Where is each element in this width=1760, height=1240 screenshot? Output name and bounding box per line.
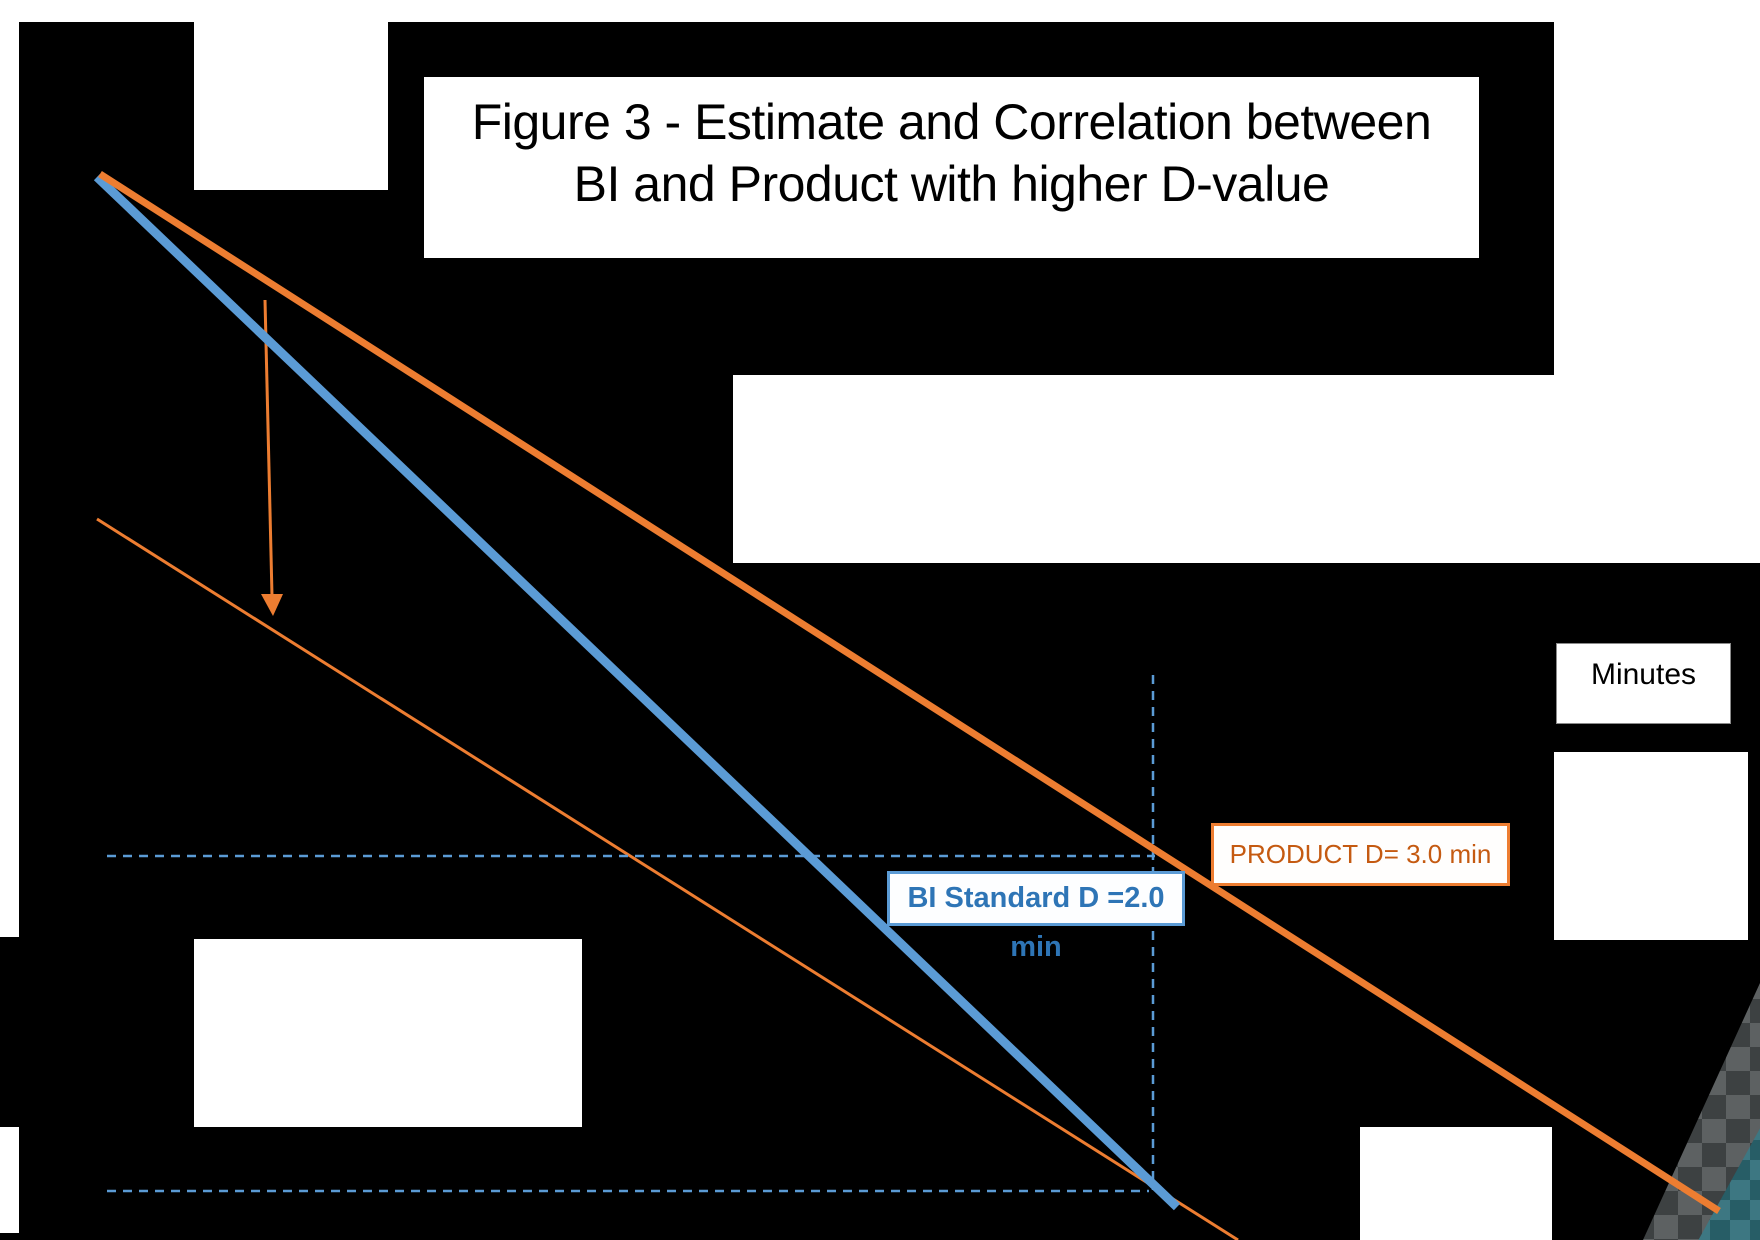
axis-unit-label: Minutes: [1556, 643, 1731, 724]
white-patch-mid-right: [733, 375, 1554, 563]
white-patch-bottom-mid: [1360, 1127, 1552, 1240]
mask-left-bottom-black: [0, 1233, 19, 1240]
white-patch-bottom-left: [194, 939, 582, 1127]
white-patch-right: [1554, 752, 1748, 940]
white-patch-top: [194, 22, 388, 190]
figure-title-line1: Figure 3 - Estimate and Correlation betw…: [471, 94, 1432, 150]
mask-left-mid-black: [0, 937, 19, 1127]
product-dvalue-label: PRODUCT D= 3.0 min: [1211, 823, 1510, 886]
figure-title-box: Figure 3 - Estimate and Correlation betw…: [424, 77, 1479, 258]
bi-dvalue-label: BI Standard D =2.0 min: [887, 871, 1185, 963]
figure-title-line2: BI and Product with higher D-value: [573, 156, 1330, 212]
